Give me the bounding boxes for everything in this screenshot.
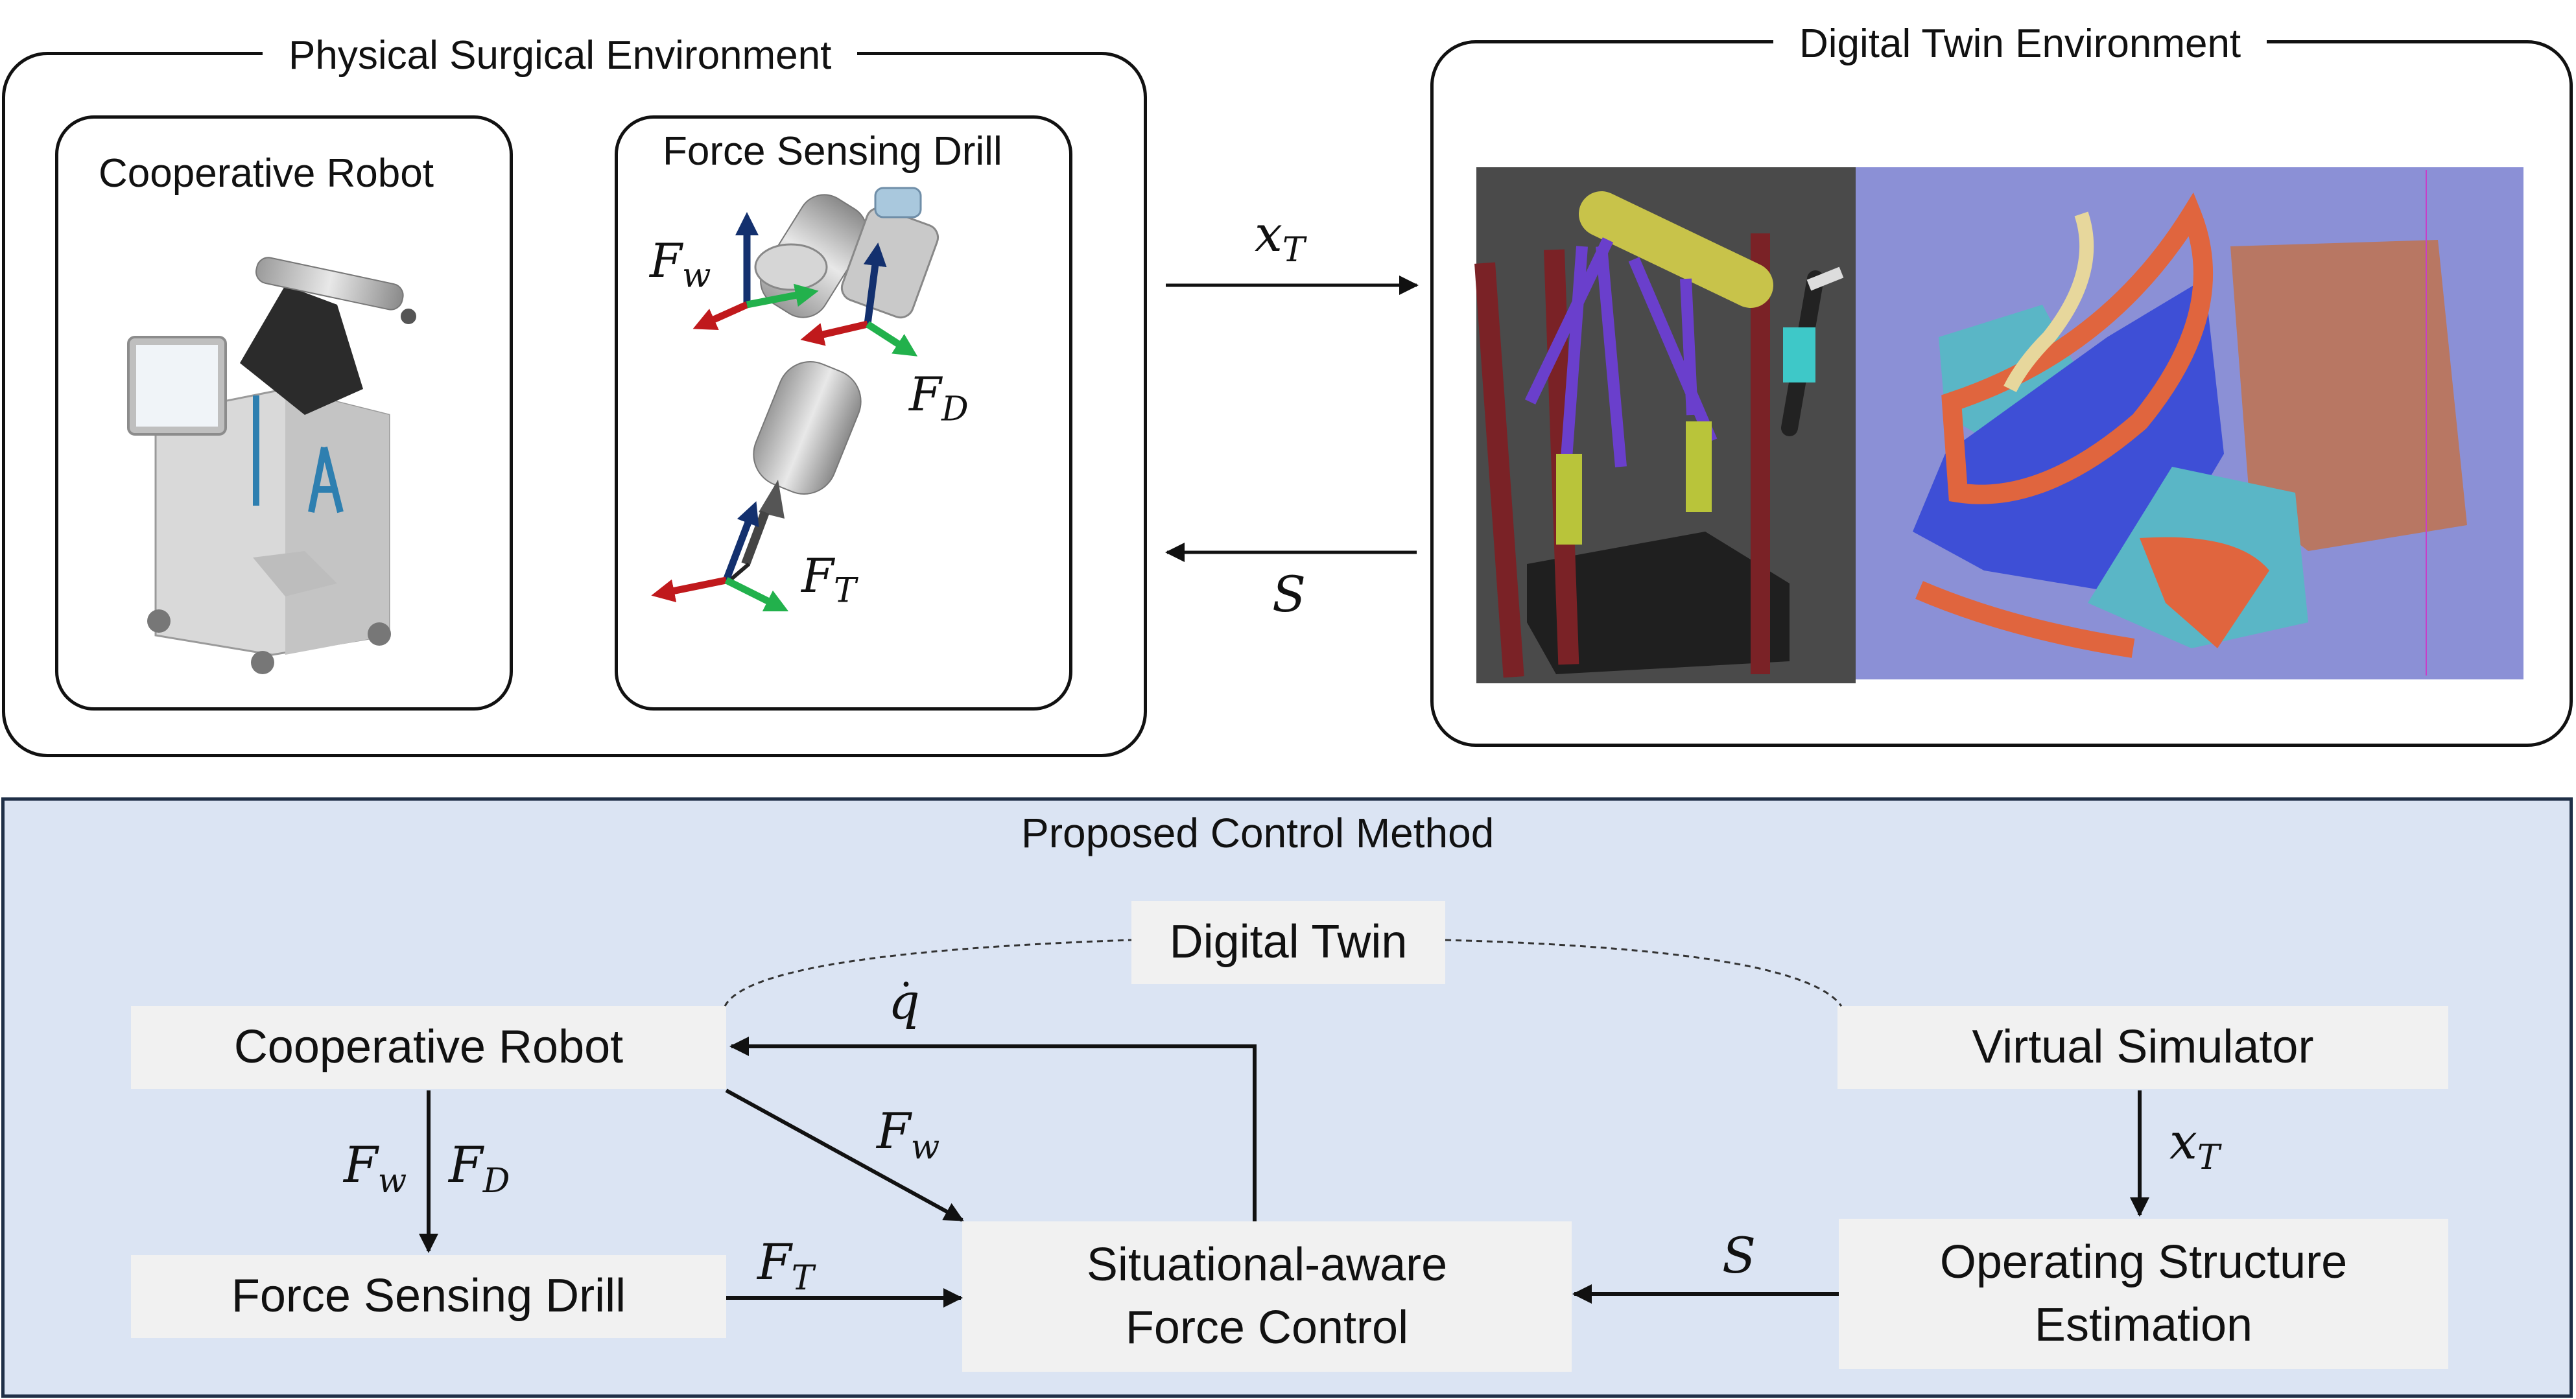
digital-twin-dashed-link [724, 939, 1843, 1007]
control-s-label: S [1722, 1227, 1756, 1284]
force-sensing-drill-label: Force Sensing Drill [231, 1270, 626, 1323]
control-fw-diagonal-label: Fw [877, 1102, 940, 1168]
virtual-simulator-label: Virtual Simulator [1972, 1021, 2314, 1074]
operating-line-1: Operating Structure [1939, 1236, 2348, 1288]
situational-line-1: Situational-aware [1086, 1238, 1448, 1291]
force-sensing-drill-illustration [651, 187, 939, 612]
digital-robot-render [1474, 191, 1844, 678]
control-method-title: Proposed Control Method [1021, 810, 1495, 856]
cooperative-robot-illustration [127, 257, 416, 674]
control-fw-label: Fw [344, 1136, 407, 1201]
drill-ft-label: FT [801, 548, 857, 611]
control-xt-label: xT [2169, 1112, 2220, 1178]
control-fd-label: FD [449, 1136, 510, 1201]
qdot-arrow [729, 1037, 1257, 1221]
virtual-simulator-box: Virtual Simulator [1837, 1006, 2448, 1089]
anatomy-render [1913, 170, 2467, 676]
fw-diagonal-arrow [725, 1088, 964, 1222]
drill-fd-label: FD [909, 367, 969, 429]
drill-fw-label: Fw [650, 233, 711, 296]
top-xt-label: xT [1255, 205, 1305, 270]
cooperative-robot-label: Cooperative Robot [233, 1021, 624, 1074]
operating-structure-box: Operating Structure Estimation [1839, 1219, 2448, 1369]
digital-twin-environment-title: Digital Twin Environment [1773, 21, 2267, 67]
operating-line-2: Estimation [2034, 1299, 2253, 1351]
top-s-label: S [1272, 565, 1306, 623]
digital-twin-label: Digital Twin [1169, 916, 1408, 969]
control-qdot-label: q · [888, 962, 920, 1030]
situational-line-2: Force Control [1125, 1302, 1409, 1354]
physical-environment-title: Physical Surgical Environment [263, 32, 858, 78]
control-ft-label: FT [757, 1233, 814, 1299]
digital-twin-box: Digital Twin [1131, 901, 1445, 984]
cooperative-robot-box: Cooperative Robot [131, 1006, 726, 1089]
force-sensing-drill-box: Force Sensing Drill [131, 1255, 726, 1338]
cooperative-robot-title: Cooperative Robot [99, 151, 434, 196]
force-sensing-drill-title: Force Sensing Drill [663, 129, 1002, 174]
situational-force-control-box: Situational-aware Force Control [962, 1221, 1572, 1372]
